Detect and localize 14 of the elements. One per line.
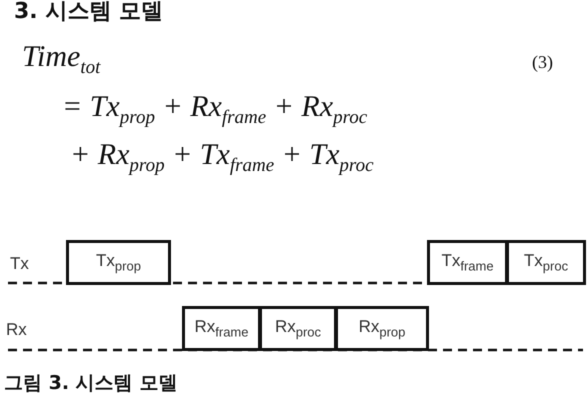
- row-label: Tx: [10, 254, 29, 274]
- timing-block: Rx$_{frame}$: [182, 306, 261, 351]
- equation-line: = Tx$_{prop}$ + Rx$_{frame}$ + Rx$_{proc}$: [62, 90, 368, 129]
- equation-line: + Rx$_{prop}$ + Tx$_{frame}$ + Tx$_{proc}$: [70, 138, 374, 177]
- timing-block: Tx$_{prop}$: [66, 240, 171, 285]
- equation-term: Time$_{tot}$: [22, 40, 100, 79]
- figure-caption: 그림 3. 시스템 모델: [4, 371, 178, 396]
- timing-block: Tx$_{frame}$: [427, 240, 508, 285]
- equation-number: (3): [532, 52, 553, 73]
- row-label: Rx: [6, 320, 27, 340]
- timing-block: Rx$_{prop}$: [335, 306, 429, 351]
- timing-block: Rx$_{proc}$: [259, 306, 337, 351]
- section-heading: 3. 시스템 모델: [14, 0, 163, 26]
- timing-block: Tx$_{proc}$: [506, 240, 586, 285]
